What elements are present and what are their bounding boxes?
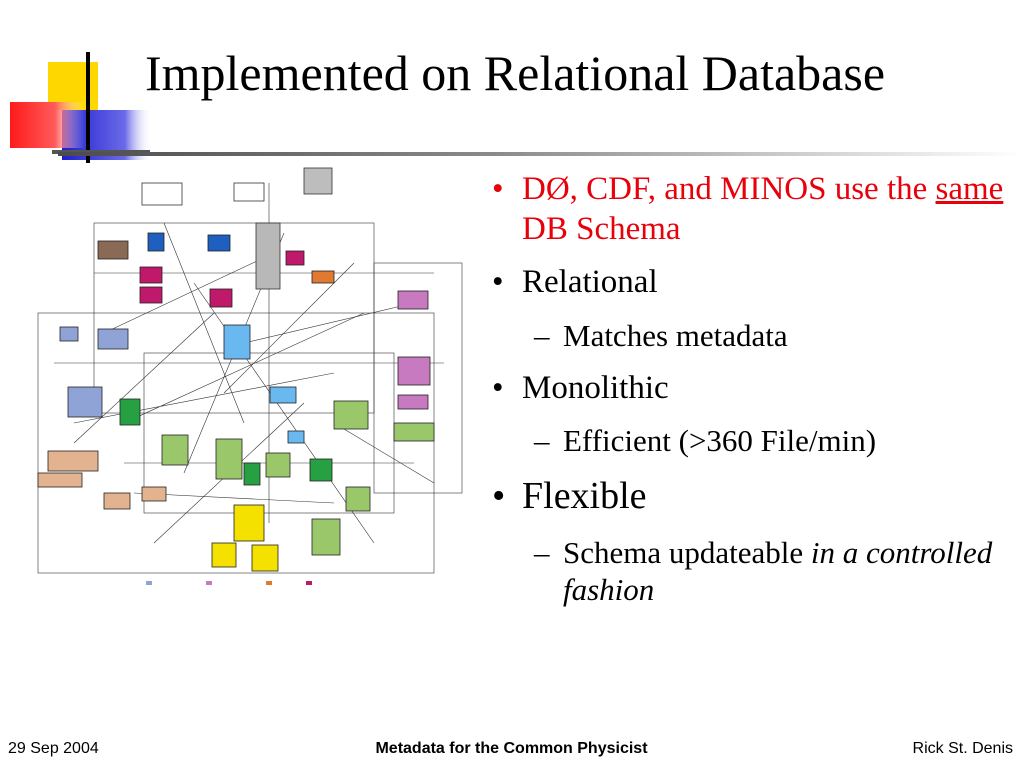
bullet-marker: • [492,475,506,517]
footer-date: 29 Sep 2004 [8,740,99,757]
footer-title: Metadata for the Common Physicist [375,740,648,757]
bullet-marker: • [492,171,504,207]
sub-bullet-marker: – [534,534,550,570]
database-schema-diagram [34,163,466,585]
title-rule [58,152,1023,156]
bullet-text-pre: DØ, CDF, and MINOS use the [522,171,936,207]
bullet-monolithic: • Monolithic [478,369,1018,409]
bullet-list: • DØ, CDF, and MINOS use the same DB Sch… [478,170,1018,623]
bullet-text-underlined: same [935,171,1004,207]
sub-bullet-italic-text: in a controlled fashion [563,534,993,608]
sub-bullet-marker: – [534,423,550,459]
bullet-text: Flexible [522,475,647,517]
sub-bullet-matches-metadata: – Matches metadata [478,317,1018,355]
sub-bullet-text: Matches metadata [563,317,788,353]
bullet-text: Relational [522,264,658,301]
sub-bullet-efficient: – Efficient (>360 File/min) [478,422,1018,460]
bullet-flexible: • Flexible [478,474,1018,520]
sub-bullet-text: Efficient (>360 File/min) [563,423,877,459]
sub-bullet-schema-updateable: – Schema updateable in a controlled fash… [478,534,1018,610]
slide-footer: 29 Sep 2004 Metadata for the Common Phys… [0,740,1023,764]
slide-title: Implemented on Relational Database [145,45,886,101]
bullet-text: Monolithic [522,369,669,406]
slide-logo [10,52,150,164]
bullet-marker: • [492,369,504,406]
sub-bullet-marker: – [534,317,550,353]
bullet-marker: • [492,264,504,301]
bullet-text-post: DB Schema [522,210,681,247]
sub-bullet-text: Schema updateable [563,534,811,570]
bullet-shared-schema: • DØ, CDF, and MINOS use the same DB Sch… [478,170,1018,249]
bullet-relational: • Relational [478,263,1018,303]
footer-author: Rick St. Denis [912,740,1013,757]
